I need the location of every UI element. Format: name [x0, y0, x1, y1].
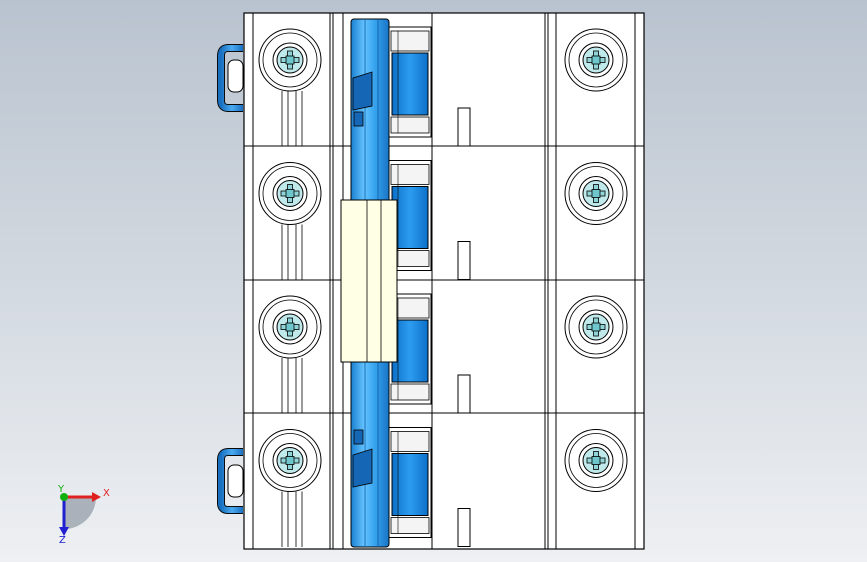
triad-shadow: [64, 497, 96, 529]
pole-slot-4: [457, 508, 471, 547]
contact-indicator-2: [388, 160, 432, 271]
x-axis-arrow: [92, 492, 101, 502]
handle-notch-bottom: [352, 429, 373, 488]
handle-notch-top: [352, 71, 373, 127]
pole-slot-2: [457, 241, 471, 280]
y-axis-label: Y: [57, 484, 65, 495]
pole-slot-1: [457, 107, 471, 147]
din-clip-bottom: [217, 448, 244, 514]
pole-separators: [244, 145, 644, 414]
contact-indicator-4: [388, 427, 432, 538]
terminal-screw-right-1: [564, 28, 628, 92]
terminal-screw-left-3: [258, 295, 322, 359]
terminal-screw-right-3: [564, 295, 628, 359]
terminal-screw-left-4: [258, 429, 322, 492]
wire-ribs-3: [281, 358, 303, 414]
terminal-screw-left-1: [258, 28, 322, 92]
pole-2: [258, 160, 628, 280]
body-vertical-edges: [252, 13, 636, 549]
terminal-screw-right-4: [564, 429, 628, 492]
y-axis-dot: [60, 493, 68, 501]
z-axis-label: Z: [59, 535, 66, 546]
label-plate: [340, 199, 398, 363]
wire-ribs-4: [281, 491, 303, 547]
pole-slot-3: [457, 374, 471, 414]
terminal-screw-left-2: [258, 162, 322, 225]
pole-3: [258, 293, 628, 414]
pole-1: [258, 26, 628, 147]
wire-ribs-2: [281, 224, 303, 280]
wire-ribs-1: [281, 91, 303, 147]
din-clip-top: [217, 44, 244, 112]
x-axis-label: X: [103, 488, 110, 499]
coordinate-triad[interactable]: X Y Z: [57, 484, 110, 546]
z-axis-arrow: [59, 527, 69, 536]
pole-4: [258, 427, 628, 547]
terminal-screw-right-2: [564, 162, 628, 225]
contact-indicator-1: [388, 26, 432, 138]
breaker-poles: [258, 26, 628, 547]
